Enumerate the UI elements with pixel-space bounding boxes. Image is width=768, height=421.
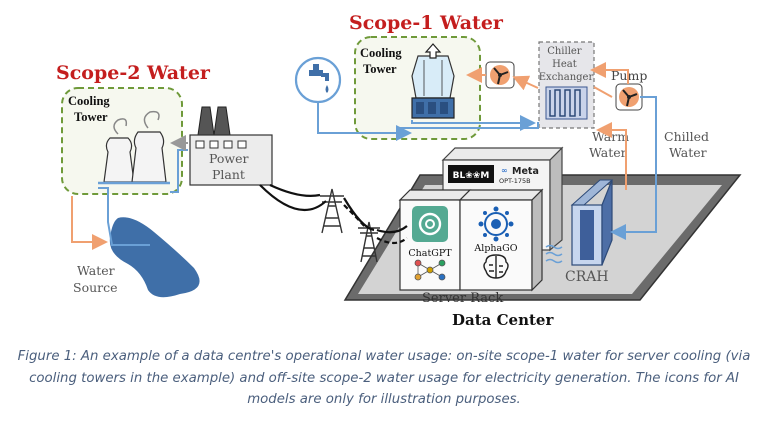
power-lines [259,184,408,245]
crah-label: CRAH [565,269,609,285]
meta-label: Meta [512,166,539,177]
chatgpt-label: ChatGPT [408,248,452,259]
opt-label: OPT-175B [499,177,531,185]
scope1-cooling-tower-label: Cooling Tower [360,46,405,76]
scope1-pipes [317,62,657,240]
chatgpt-icon [412,206,448,242]
pump-fan-icon [615,83,643,111]
brain-icon [483,254,509,279]
neural-network-icon [414,259,446,281]
meta-logo: ∞ Meta OPT-175B [499,166,539,185]
bloom-logo: BL❀❀M [448,165,494,183]
water-source-icon [109,217,200,298]
water-tap-icon [294,56,342,104]
power-plant-label: Power Plant [209,151,253,182]
data-center-label: Data Center [452,311,554,329]
meta-icon: ∞ [501,166,508,175]
pump-label: Pump [611,68,647,83]
scope1-title: Scope-1 Water [349,12,504,34]
heat-exchanger-coil-icon [545,86,588,120]
figure-caption: Figure 1: An example of a data centre's … [17,349,751,407]
alphago-label: AlphaGO [473,243,517,254]
alphago-icon [478,206,514,242]
power-plant-icon [189,106,273,186]
water-usage-diagram: BL❀❀M ∞ Meta OPT-175B ChatGPT AlphaG [56,12,742,329]
chilled-water-label: Chilled Water [664,129,713,160]
scope1-cooling-tower-icon [411,43,455,119]
server-rack-label: Server Rack [422,291,503,306]
scope1-fan-icon [485,61,515,89]
water-source-label: Water Source [73,263,119,295]
chiller-label: Chiller Heat Exchanger [539,46,594,83]
transmission-tower-icon [320,188,380,263]
crah-unit [570,179,614,266]
scope2-title: Scope-2 Water [56,62,211,84]
airflow-icon [545,244,563,264]
server-rack-right [458,188,544,292]
scope2-cooling-tower-icon [98,110,170,185]
scope2-cooling-tower-label: Cooling Tower [68,94,113,124]
bloom-label: BL❀❀M [453,171,490,181]
scope2-pipes [71,135,188,250]
